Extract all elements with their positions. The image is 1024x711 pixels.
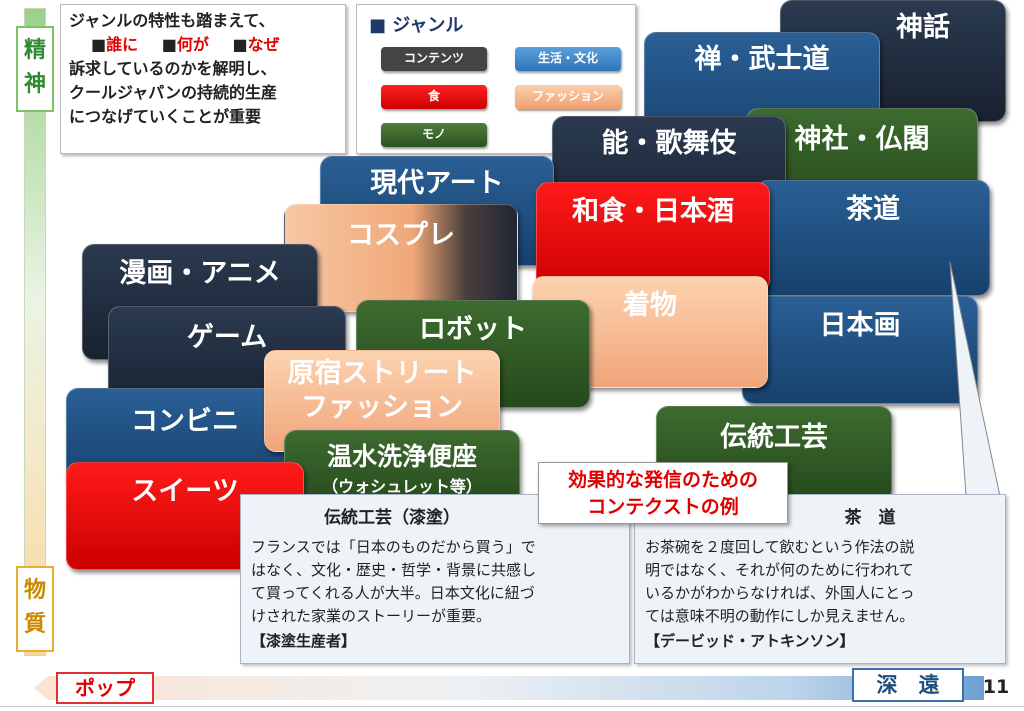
legend-goods: モノ <box>381 123 487 147</box>
context-label-line2: コンテクストの例 <box>587 496 739 518</box>
keyword-bullet-1: ■ <box>91 35 107 54</box>
intro-line1: ジャンルの特性も踏まえて、 <box>69 11 275 30</box>
tile-zen-bushido: 禅・武士道 <box>644 32 880 158</box>
intro-line5: につなげていくことが重要 <box>69 107 262 126</box>
page-number: 11 <box>982 676 1010 698</box>
callout-lacquerware-line1: フランスでは「日本のものだから買う」で <box>251 538 536 556</box>
vertical-label-top-char1: 精 <box>23 38 46 63</box>
legend-title: ■ ジャンル <box>369 15 464 36</box>
vertical-label-top-char2: 神 <box>23 72 46 97</box>
intro-keywords: ■誰に ■何が ■なぜ <box>69 33 337 57</box>
horizontal-axis-arrow <box>34 676 984 700</box>
tile-cosplay: コスプレ <box>284 204 518 312</box>
keyword-what: 何が <box>176 35 209 54</box>
context-label-line1: 効果的な発信のための <box>567 469 758 491</box>
legend-food: 食 <box>381 85 487 109</box>
callout-lacquerware-line2: はなく、文化・歴史・哲学・背景に共感し <box>251 561 537 579</box>
legend-contents: コンテンツ <box>381 47 487 71</box>
callout-tea-line3: いるかがわからなければ、外国人にとっ <box>645 584 915 602</box>
tile-tea-ceremony: 茶道 <box>756 180 990 296</box>
tile-washoku-sake: 和食・日本酒 <box>536 182 770 292</box>
callout-tea-title: 茶 道 <box>844 508 896 528</box>
vertical-label-bottom-char1: 物 <box>23 578 46 603</box>
horizontal-label-right: 深 遠 <box>852 668 964 702</box>
callout-tea-line1: お茶碗を２度回して飲むという作法の説 <box>645 538 915 556</box>
intro-line3: 訴求しているのかを解明し、 <box>69 59 277 78</box>
horizontal-label-left: ポップ <box>56 672 154 704</box>
tile-harajuku-line1: 原宿ストリート <box>287 358 477 389</box>
tile-harajuku-line2: ファッション <box>301 392 463 423</box>
callout-lacquerware-line4: けされた家業のストーリーが重要。 <box>251 607 492 625</box>
bottom-rule <box>0 706 1024 707</box>
tile-nihonga: 日本画 <box>742 296 978 404</box>
vertical-label-bottom: 物 質 <box>16 566 54 652</box>
legend-lifestyle: 生活・文化 <box>515 47 621 71</box>
context-example-label: 効果的な発信のための コンテクストの例 <box>538 462 788 524</box>
keyword-why: なぜ <box>247 35 280 54</box>
keyword-bullet-2: ■ <box>161 35 177 54</box>
vertical-axis: 精 神 物 質 <box>14 8 56 656</box>
intro-line4: クールジャパンの持続的生産 <box>69 83 278 102</box>
keyword-who: 誰に <box>106 35 139 54</box>
vertical-axis-arrow <box>24 8 46 656</box>
tile-washlet-line1: 温水洗浄便座 <box>326 442 477 471</box>
vertical-label-top: 精 神 <box>16 26 54 112</box>
vertical-label-bottom-char2: 質 <box>23 612 46 637</box>
tile-washlet-line2: （ウォシュレット等） <box>322 477 482 496</box>
callout-tea-source: 【デービッド・アトキンソン】 <box>645 632 855 650</box>
genre-legend: ■ ジャンル コンテンツ 生活・文化 食 ファッション モノ <box>356 4 636 154</box>
callout-tea-line4: ては意味不明の動作にしか見えません。 <box>645 607 915 625</box>
keyword-bullet-3: ■ <box>232 35 248 54</box>
legend-fashion: ファッション <box>515 85 621 109</box>
callout-lacquerware-title: 伝統工芸（漆塗） <box>324 508 460 528</box>
callout-tea-line2: 明ではなく、それが何のために行われて <box>645 561 914 579</box>
intro-note: ジャンルの特性も踏まえて、 ■誰に ■何が ■なぜ 訴求しているのかを解明し、 … <box>60 4 346 154</box>
callout-lacquerware-source: 【漆塗生産者】 <box>251 632 357 650</box>
callout-lacquerware-line3: て買ってくれる人が大半。日本文化に紐づ <box>251 584 535 602</box>
